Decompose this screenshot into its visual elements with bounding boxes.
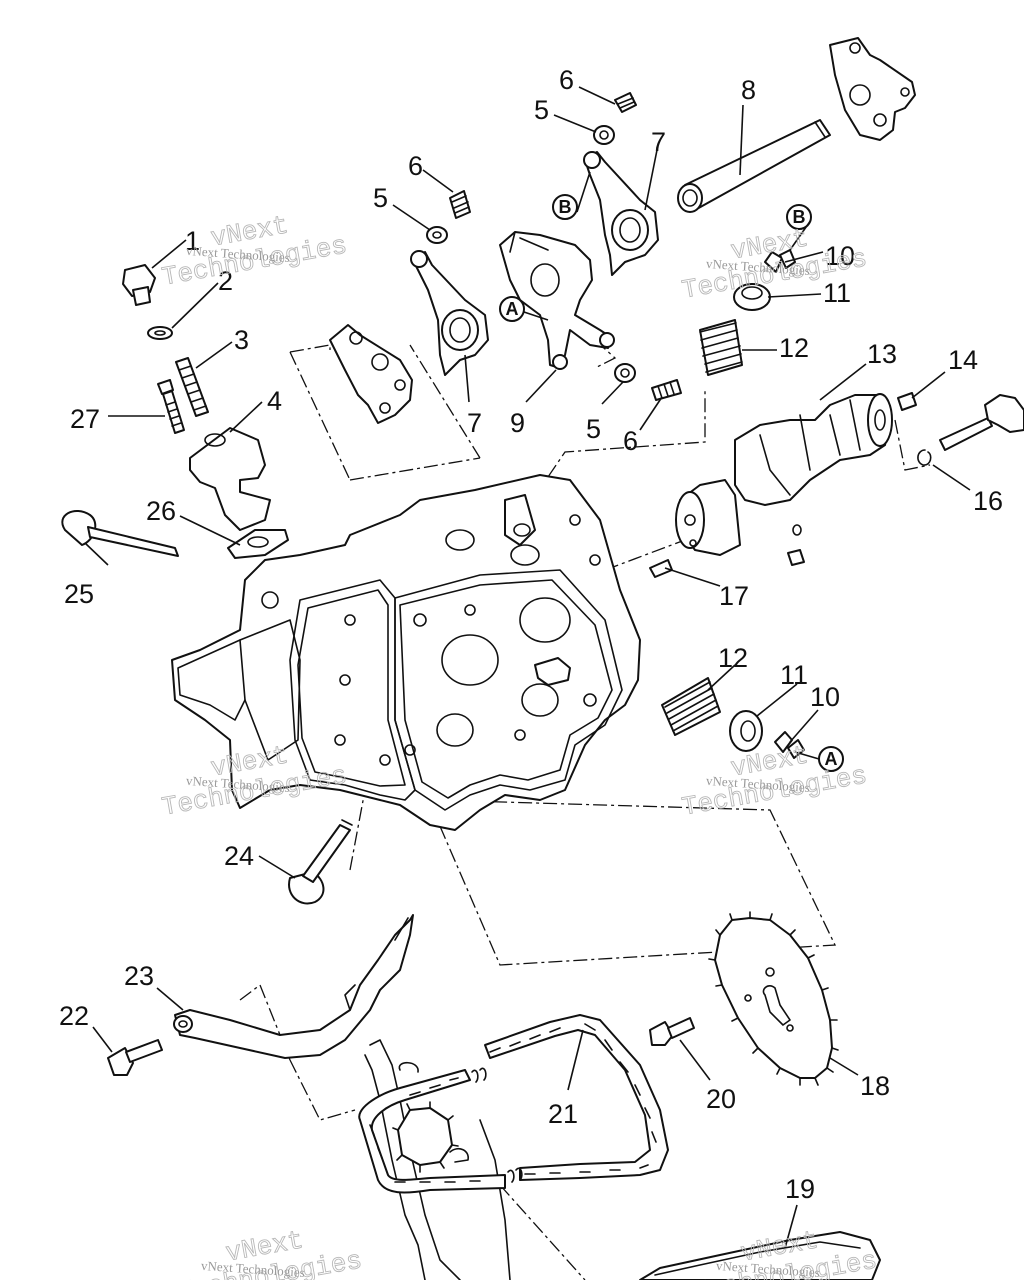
adjust-screw-left — [449, 190, 471, 219]
stud-3 — [175, 357, 209, 417]
lock-nut-mid — [614, 363, 636, 383]
callout-leaders — [84, 86, 971, 1249]
cam-sprocket — [708, 911, 839, 1086]
callout-16: 16 — [973, 486, 1003, 516]
intake-valve — [288, 819, 353, 905]
svg-text:vNext Technologies: vNext Technologies — [716, 1258, 821, 1280]
svg-text:vNext Technologies: vNext Technologies — [706, 256, 811, 278]
guide-bolt — [107, 1039, 163, 1076]
callout-5-mid: 5 — [586, 414, 601, 444]
callout-6-left: 6 — [408, 151, 423, 181]
ref-marker-a-upper: A — [499, 296, 525, 322]
cylinder-head — [171, 474, 641, 831]
lock-nut-left — [426, 226, 448, 244]
callout-7-right: 7 — [651, 127, 666, 157]
ref-marker-b-left: B — [552, 194, 578, 220]
adjust-screw-mid — [651, 379, 682, 401]
cam-bracket-top — [829, 37, 916, 141]
callout-18: 18 — [860, 1071, 890, 1101]
callout-20: 20 — [706, 1084, 736, 1114]
valve-spring-top — [699, 319, 743, 376]
rocker-arm-right — [583, 151, 659, 276]
chain-tensioner — [189, 427, 271, 531]
ref-marker-a-lower-label: A — [825, 749, 838, 769]
callout-17: 17 — [719, 581, 749, 611]
chain-guide — [173, 914, 414, 1059]
rocker-bracket-left — [329, 324, 413, 424]
callout-14: 14 — [948, 345, 978, 375]
callout-5-left: 5 — [373, 183, 388, 213]
callout-6-mid: 6 — [623, 426, 638, 456]
callout-9: 9 — [510, 408, 525, 438]
cam-plug — [897, 392, 917, 411]
callout-12-lower: 12 — [718, 643, 748, 673]
valve-spring-lower — [661, 677, 721, 736]
callout-numbers: 1 2 3 4 6 5 7 8 6 5 7 9 5 6 10 11 12 13 … — [59, 65, 1003, 1204]
callout-12-top: 12 — [779, 333, 809, 363]
callout-19: 19 — [785, 1174, 815, 1204]
svg-text:vNext Technologies: vNext Technologies — [201, 1258, 306, 1280]
callout-26: 26 — [146, 496, 176, 526]
chain-guide-lower — [639, 1231, 881, 1280]
callout-22: 22 — [59, 1001, 89, 1031]
valve-keeper-top — [764, 249, 796, 273]
callout-4: 4 — [267, 386, 282, 416]
svg-text:vNext Technologies: vNext Technologies — [186, 243, 291, 265]
callout-3: 3 — [234, 325, 249, 355]
rocker-arm-double — [499, 231, 615, 370]
ref-marker-b-right-label: B — [793, 207, 806, 227]
ref-marker-b-left-label: B — [559, 197, 572, 217]
svg-text:vNext Technologies: vNext Technologies — [706, 773, 811, 795]
lock-nut-top — [593, 125, 615, 145]
sprocket-bolt — [649, 1017, 695, 1046]
callout-6-top: 6 — [559, 65, 574, 95]
ref-marker-a-lower: A — [818, 746, 844, 772]
callout-21: 21 — [548, 1099, 578, 1129]
callout-7-left: 7 — [467, 408, 482, 438]
callout-11-top: 11 — [823, 278, 851, 308]
rocker-shaft — [677, 119, 831, 213]
callout-23: 23 — [124, 961, 154, 991]
bolt-1 — [122, 264, 156, 306]
callout-11-lower: 11 — [780, 660, 808, 690]
svg-text:vNext Technologies: vNext Technologies — [186, 773, 291, 795]
callout-2: 2 — [218, 266, 233, 296]
exhaust-valve — [61, 510, 179, 557]
watermark-mid-right: vNext Technologies vNext Technologies — [679, 740, 869, 823]
bolt-27 — [157, 379, 185, 434]
callout-10-lower: 10 — [810, 682, 840, 712]
ref-marker-a-upper-label: A — [506, 299, 519, 319]
callout-27: 27 — [70, 404, 100, 434]
spring-retainer-lower — [729, 710, 763, 752]
ref-marker-leaders — [523, 171, 820, 760]
callout-13: 13 — [867, 339, 897, 369]
circlip — [917, 449, 932, 466]
decomp-shaft — [939, 394, 1024, 451]
watermark-bottom-left: vNext Technologies vNext Technologies — [174, 1225, 364, 1280]
watermark-top-left: vNext Technologies vNext Technologies — [159, 210, 349, 293]
callout-10-top: 10 — [825, 241, 855, 271]
ref-marker-b-right: B — [786, 204, 812, 230]
timing-chain — [358, 1014, 669, 1194]
crank-area — [364, 1039, 511, 1280]
callout-24: 24 — [224, 841, 254, 871]
adjust-screw-top — [614, 92, 637, 113]
washer-2 — [147, 326, 173, 340]
callout-8: 8 — [741, 75, 756, 105]
callout-5-top: 5 — [534, 95, 549, 125]
cam-small-parts — [787, 524, 805, 566]
callout-25: 25 — [64, 579, 94, 609]
rocker-arm-left — [410, 250, 489, 376]
tensioner-gasket — [227, 529, 289, 559]
camshaft — [675, 393, 893, 556]
callout-1: 1 — [185, 226, 200, 256]
assembly-guide-lines — [239, 339, 931, 1280]
